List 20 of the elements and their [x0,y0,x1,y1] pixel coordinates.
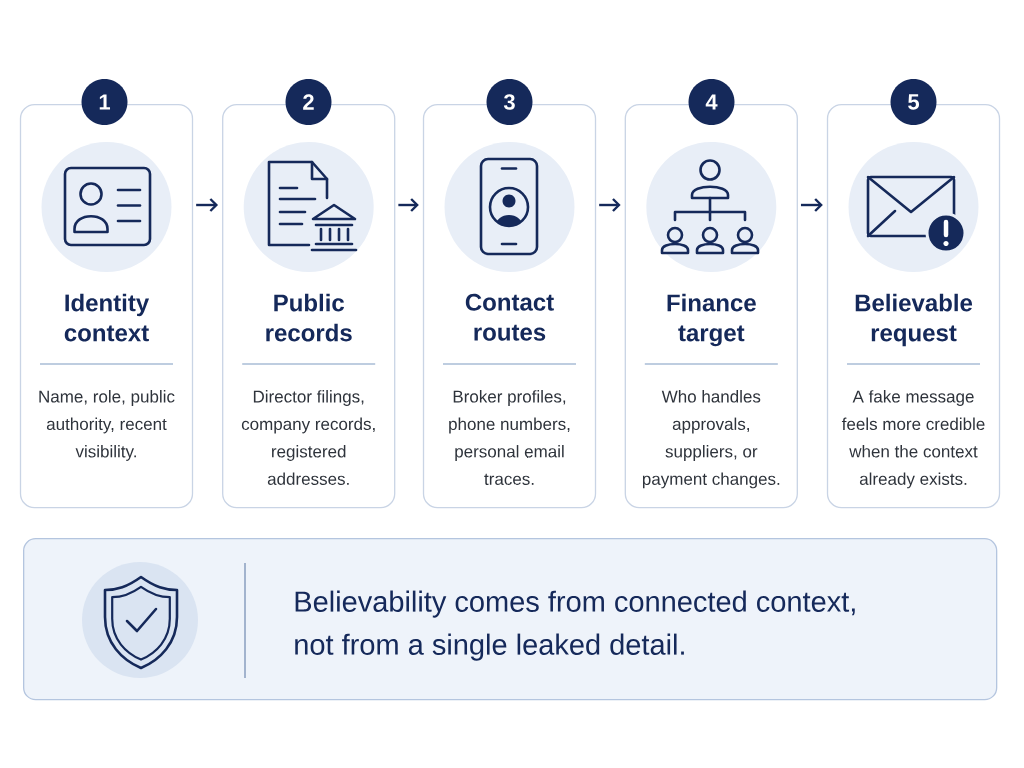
number-badge: 2 [285,79,332,125]
step-heading: Contact routes [465,293,554,341]
number-badge: 5 [890,79,937,125]
step-heading: Identity context [64,293,150,342]
arrow [599,198,621,212]
number-badge: 1 [81,79,128,125]
number-badge: 4 [688,79,735,125]
step-description: Who handles approvals, suppliers, or payment changes. [642,390,780,489]
step-description: Director filings, company records, registered addresses. [241,390,375,485]
step-description: Name, role, public authority, recent visibility. [39,390,175,461]
summary-text: Believability comes from connected context, not from a single leaked detail. [295,590,855,661]
arrow [398,198,419,212]
step-description: A fake message feels more credible when the context already exists. [841,390,985,489]
arrow [800,198,823,212]
step-heading: Believable request [855,293,973,347]
number-badge: 3 [486,79,533,125]
step-description: Broker profiles, phone numbers, personal email traces. [449,390,570,485]
step-heading: Finance target [667,293,756,347]
arrow [196,198,219,212]
step-heading: Public records [266,293,352,342]
